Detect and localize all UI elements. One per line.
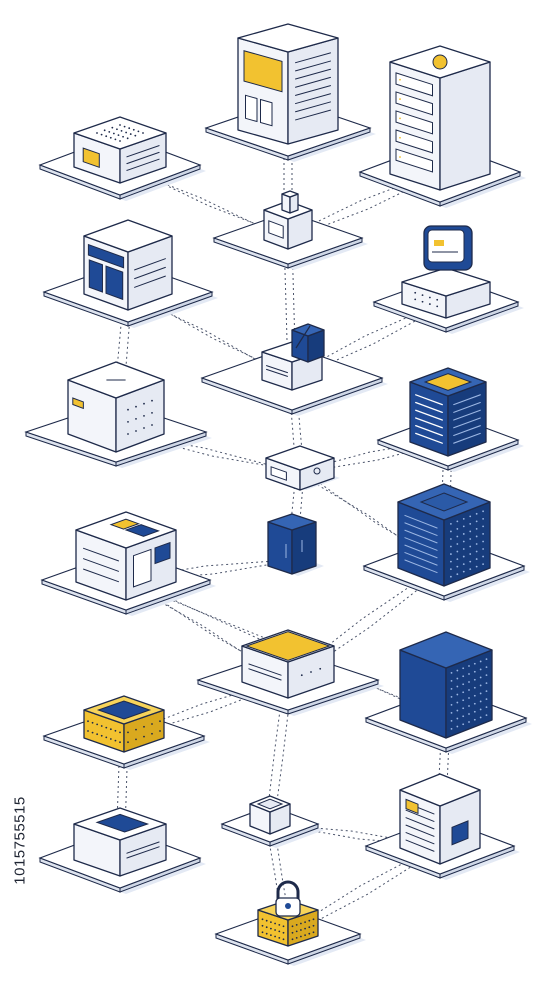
network-hub-icon — [265, 445, 340, 491]
connection-link — [287, 377, 305, 473]
stock-image-id-text: 1015755515 — [11, 795, 29, 885]
device-nodes — [24, 23, 532, 966]
server-tower-icon — [204, 23, 376, 162]
yellow-switch-icon — [42, 695, 210, 770]
connection-link — [265, 823, 445, 847]
navy-cube-icon — [267, 513, 324, 576]
router-hub-icon — [200, 323, 388, 416]
gateway-device-icon — [212, 190, 368, 270]
stock-image-id: 1015755515 — [8, 760, 32, 920]
database-server-icon — [376, 367, 524, 472]
printer-icon — [196, 629, 384, 716]
ventilated-server-icon — [38, 116, 206, 201]
large-server-icon — [364, 631, 532, 754]
mainframe-icon — [362, 483, 530, 602]
connection-link — [119, 679, 293, 737]
storage-unit-icon — [24, 361, 212, 468]
padlock-icon — [214, 880, 366, 966]
server-rack-icon — [358, 45, 526, 208]
workstation-monitor-icon — [372, 225, 524, 334]
hard-drive-icon — [38, 807, 206, 894]
dashboard-box-icon — [40, 511, 216, 616]
document-box-icon — [364, 773, 520, 880]
small-cube-icon — [220, 795, 324, 848]
connection-link — [283, 171, 445, 239]
control-panel-icon — [42, 219, 218, 328]
